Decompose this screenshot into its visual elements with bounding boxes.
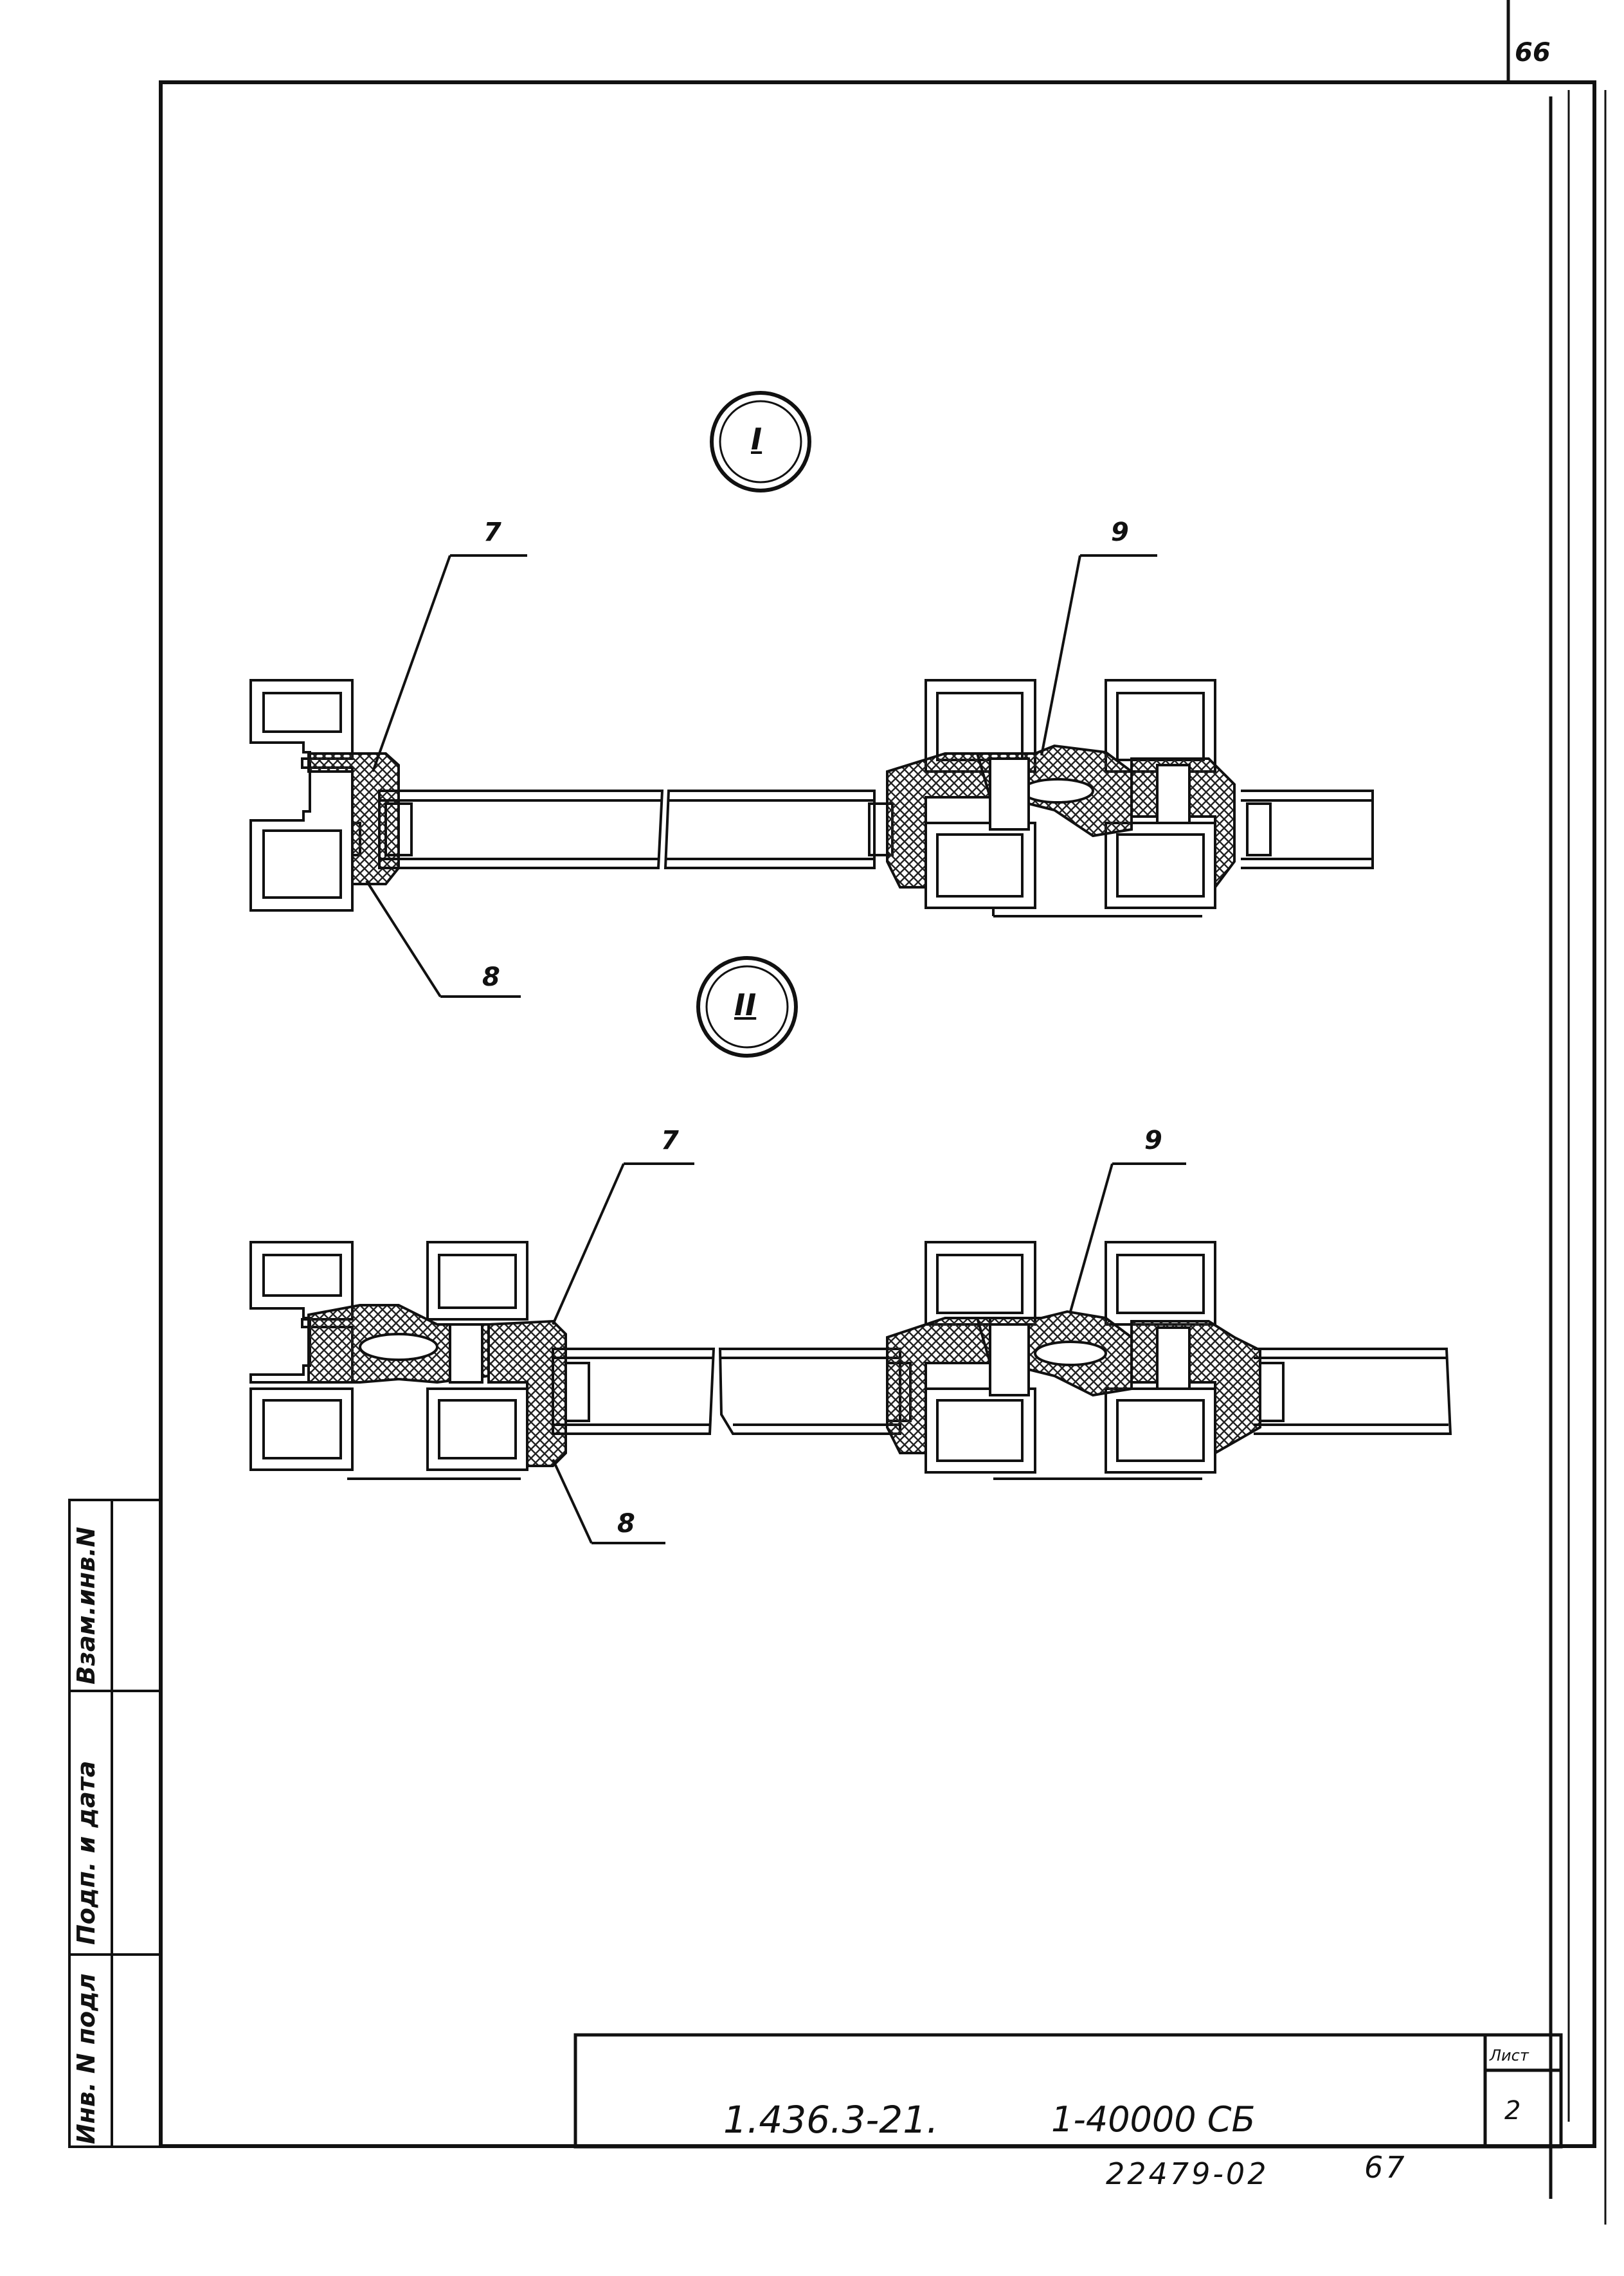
section-one-glass-panel [378,790,894,869]
section-two-left-assembly [249,1241,567,1480]
archive-number: 22479-02 [1106,2156,1269,2191]
detail-label-one: I [751,422,762,456]
section-one-right-assembly [886,679,1236,917]
stamp-inv-number: Инв. N подл [72,1973,100,2144]
detail-bubble-one [710,391,811,492]
title-block-frame [573,2033,1563,2149]
section-two-leaders [552,1162,1186,1544]
stamp-replacement-inv: Взам.инв.N [72,1526,100,1684]
section-one-right-glass [1241,790,1374,869]
side-stamp-frame [68,1499,162,2148]
title-doc-code: 1.436.3-21. [723,2098,939,2142]
callout-7-section-one: 7 [483,518,501,547]
section-one-leaders [365,554,1157,998]
callout-8-section-two: 8 [617,1509,635,1539]
callout-9-section-one: 9 [1111,518,1129,547]
callout-9-section-two: 9 [1144,1126,1162,1155]
section-one-left-profile [249,679,400,912]
title-list-number: 2 [1504,2096,1521,2126]
detail-bubble-two [696,956,798,1058]
callout-7-section-two: 7 [661,1126,679,1155]
title-sheet-code: 1-40000 СБ [1051,2099,1256,2140]
section-two-right-glass [1254,1348,1452,1435]
corner-number: 66 [1515,38,1551,68]
detail-label-two: II [734,988,757,1022]
stamp-sign-date: Подп. и дата [72,1760,100,1945]
section-two-right-assembly [886,1241,1261,1480]
section-two-glass-panel [552,1348,912,1435]
callout-8-section-one: 8 [482,962,500,992]
page-number: 67 [1364,2150,1407,2185]
sheet-frame [159,0,1607,2225]
title-list-label: Лист [1490,2046,1529,2064]
